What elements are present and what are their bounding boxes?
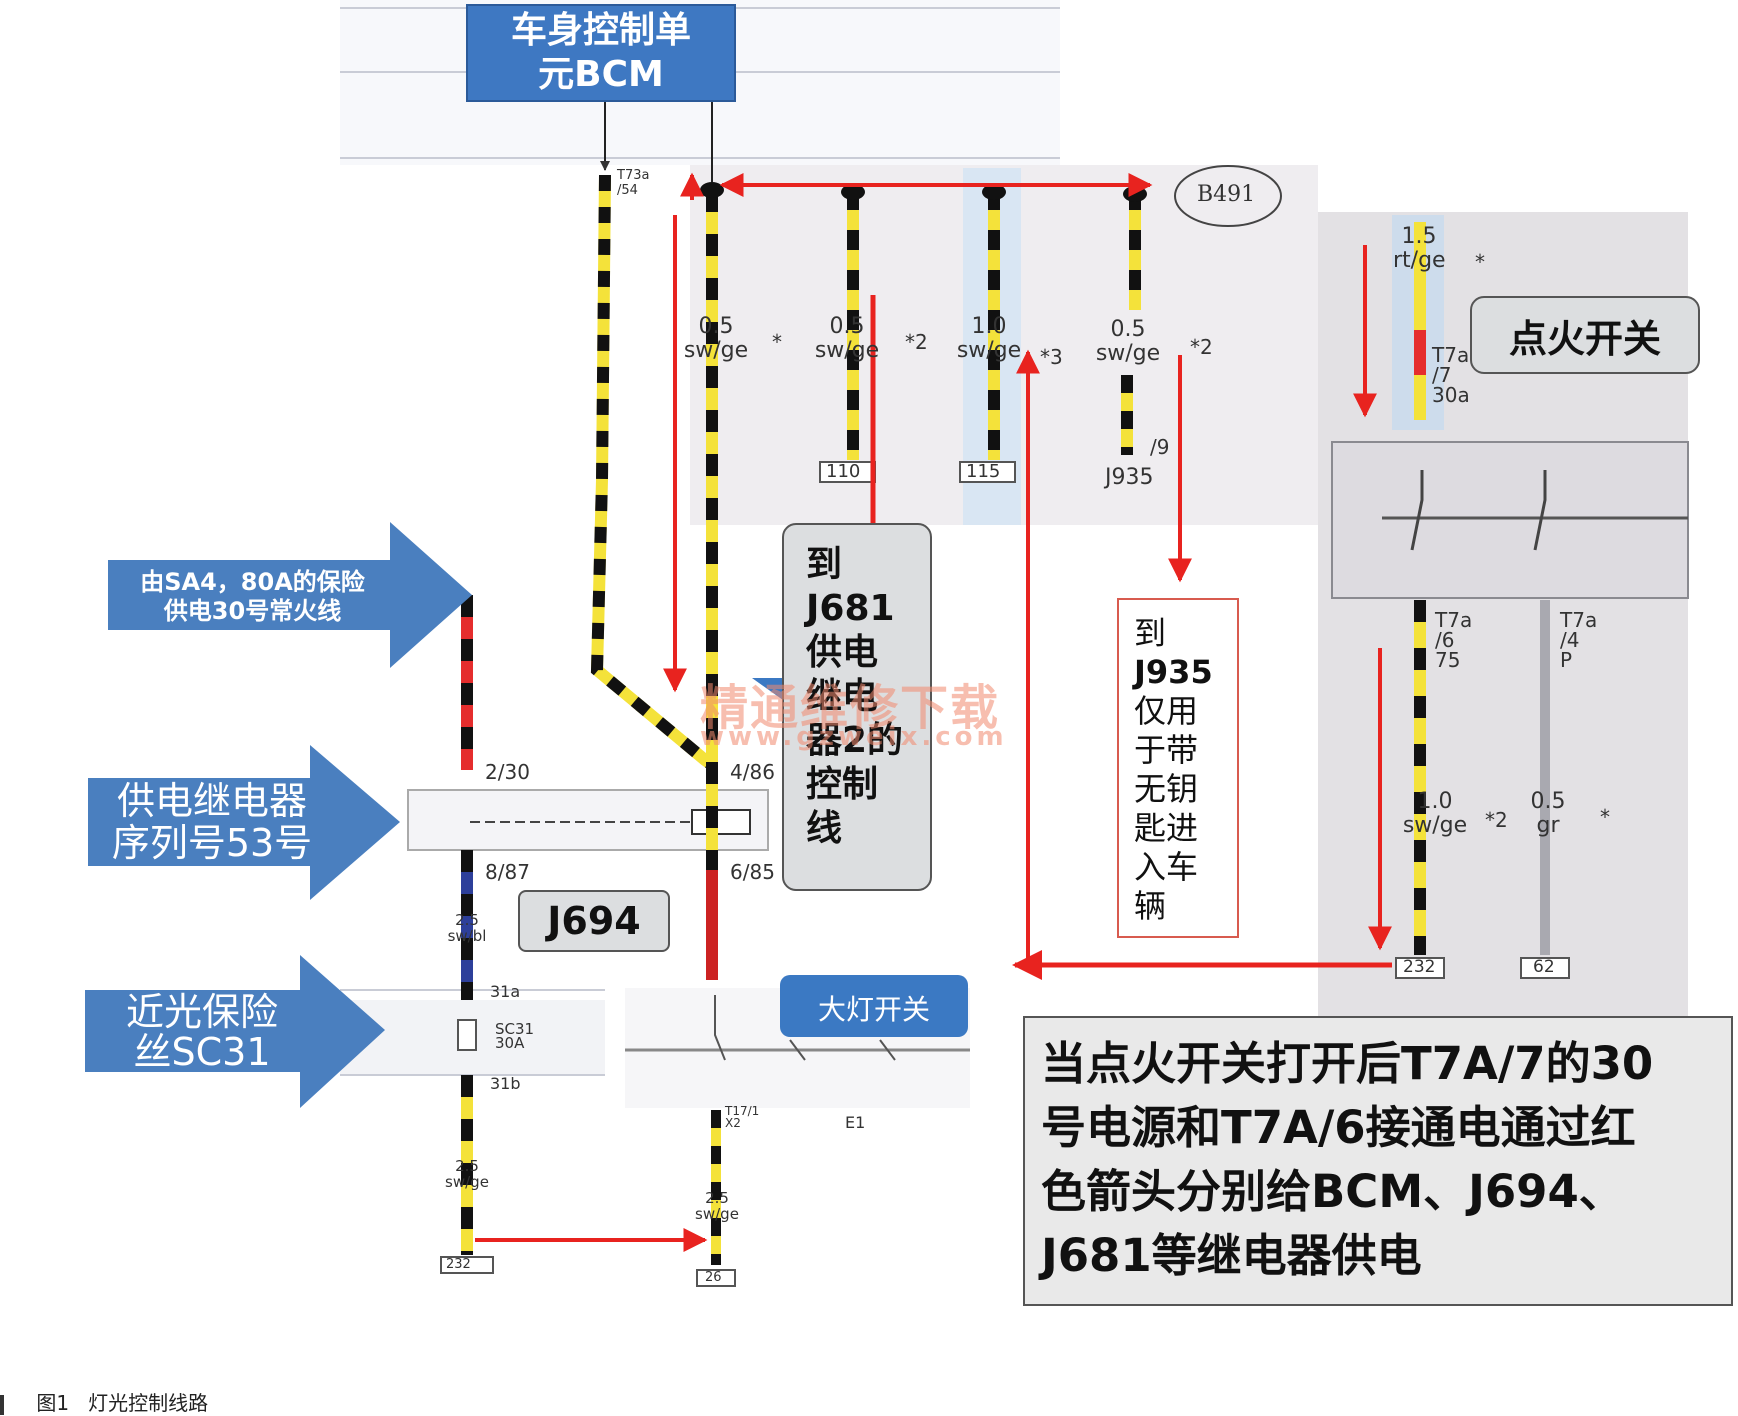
ignition-switch-label: 点火开关 (1508, 316, 1661, 361)
watermark-url: www.gzweix.com (700, 722, 1008, 752)
j694-label-box: J694 (518, 890, 670, 952)
arrow-fuse-sc31 (85, 955, 385, 1108)
note-j681: 到 J681 供电 继电 器2的 控制 线 (782, 523, 932, 891)
j694-label: J694 (547, 899, 641, 943)
bcm-box: 车身控制单元BCM (466, 4, 736, 102)
pin-2-30: 2/30 (485, 760, 530, 784)
arrow-relay-53 (88, 745, 400, 900)
connector-232-ign: 232 (1403, 957, 1436, 977)
j935-label: J935 (1105, 465, 1154, 490)
bcm-label-line2: 元BCM (538, 54, 664, 95)
note-j681-line: J681 (806, 588, 895, 629)
connector-232-left: 232 (446, 1257, 471, 1272)
note-j935-line: 无钥 (1134, 770, 1199, 808)
b491-oval (1174, 165, 1282, 227)
note-j935-line: 于带 (1134, 731, 1199, 769)
note-j681-line: 到 (806, 544, 843, 585)
headlight-switch-label-box (780, 975, 968, 1037)
ignition-switch-label-box: 点火开关 (1470, 296, 1700, 374)
wire1-note: * (772, 330, 782, 354)
pin-9: /9 (1150, 435, 1170, 459)
note-j935-line: 仅用 (1134, 692, 1199, 730)
headlight-switch-label: 大灯开关 (817, 993, 930, 1026)
figure-number: 图1 (36, 1391, 70, 1415)
note-j681-line: 供电 (806, 632, 879, 673)
summary-line: J681等继电器供电 (1041, 1229, 1422, 1282)
ign-top-note: * (1475, 250, 1485, 274)
relay-53-text: 供电继电器序列号53号 (111, 779, 313, 865)
connector-62: 62 (1533, 957, 1555, 977)
summary-line: 号电源和T7A/6接通电通过红 (1041, 1101, 1636, 1154)
figure-caption: 图1 灯光控制线路 (0, 1387, 208, 1416)
connector-26: 26 (705, 1270, 722, 1285)
pin-31a: 31a (490, 982, 521, 1001)
ign-left-note: *2 (1485, 808, 1508, 832)
wire4-note: *2 (1190, 335, 1213, 359)
sa4-feed-text: 由SA4，80A的保险供电30号常火线 (140, 568, 365, 625)
connector-115: 115 (966, 461, 1001, 482)
summary-line: 色箭头分别给BCM、J694、 (1041, 1165, 1624, 1218)
pin-4-86: 4/86 (730, 760, 775, 784)
ign-right-note: * (1600, 805, 1610, 829)
note-j935-line: 到 (1134, 614, 1167, 652)
arrow-sa4-feed (108, 522, 472, 668)
ignition-switch-body (1331, 441, 1689, 599)
connector-110: 110 (826, 461, 861, 482)
note-j935-line: 入车 (1134, 848, 1199, 886)
pin-31b: 31b (490, 1074, 521, 1093)
summary-note: 当点火开关打开后T7A/7的30 号电源和T7A/6接通电通过红 色箭头分别给B… (1023, 1016, 1733, 1306)
figure-title: 灯光控制线路 (88, 1391, 209, 1415)
note-j935-line: 辆 (1134, 887, 1167, 925)
fuse-sc31-text: 近光保险丝SC31 (125, 990, 278, 1074)
note-j935-line: J935 (1134, 653, 1213, 691)
note-j681-line: 继电 (806, 676, 879, 717)
wire3-note: *3 (1040, 345, 1063, 369)
fuse-sc31-symbol (457, 1019, 477, 1051)
bcm-label-line1: 车身控制单 (510, 10, 691, 51)
note-j935-line: 匙进 (1134, 809, 1199, 847)
b491-label: B491 (1197, 182, 1256, 207)
t73a-pin: T73a/54 (617, 168, 650, 198)
note-j681-line: 控制 (806, 764, 879, 805)
note-j681-line: 线 (806, 808, 843, 849)
pin-6-85: 6/85 (730, 860, 775, 884)
wire2-note: *2 (905, 330, 928, 354)
note-j681-line: 器2的 (806, 720, 904, 761)
pin-8-87: 8/87 (485, 860, 530, 884)
summary-line: 当点火开关打开后T7A/7的30 (1041, 1037, 1654, 1090)
e1-label: E1 (845, 1113, 866, 1132)
note-j935: 到 J935 仅用 于带 无钥 匙进 入车 辆 (1117, 598, 1239, 938)
watermark-title: 精通维修下载 (700, 680, 1001, 736)
